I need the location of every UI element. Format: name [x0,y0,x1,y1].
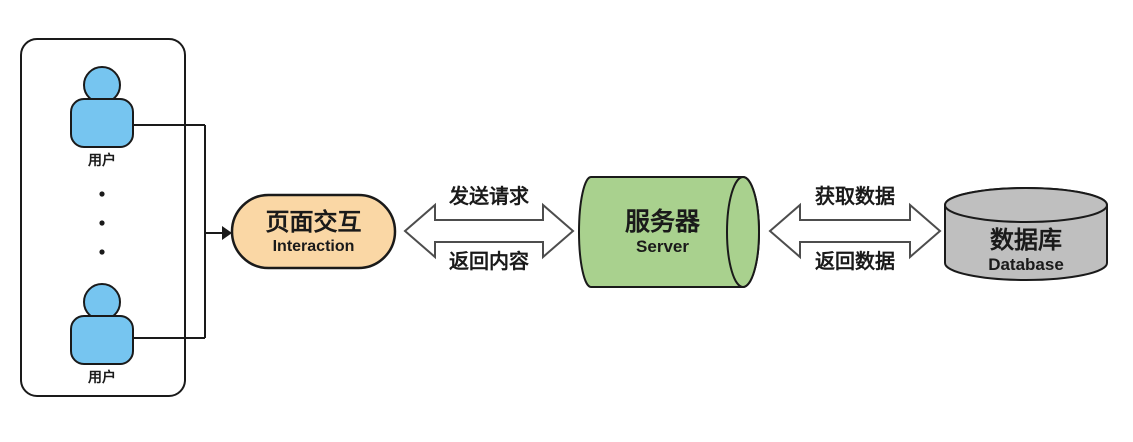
database-cylinder-cap [944,187,1108,223]
server-node-text: 服务器 Server [580,177,745,287]
connector-arrowhead-icon [222,226,232,240]
interaction-capsule [230,193,397,270]
user-icon [70,66,134,148]
server-subtitle: Server [636,237,689,256]
interaction-node-text: 页面交互 Interaction [232,195,395,268]
request-arrow-top-label: 发送请求 [449,186,529,208]
database-cylinder [944,187,1108,281]
dot [99,191,105,197]
user-connector-lines [133,124,222,339]
user-icon [70,283,134,365]
user-label: 用户 [88,369,116,385]
user-head [83,283,121,321]
users-group-box [20,38,186,397]
user-label: 用户 [88,152,116,168]
request-arrow-bottom-label: 返回内容 [449,251,529,273]
user-body [70,98,134,148]
data-double-arrow-icon [768,202,942,260]
ellipsis-dots-icon [99,191,105,255]
user-head [83,66,121,104]
request-double-arrow-icon [403,202,575,260]
dot [99,220,105,226]
data-arrow-bottom-label: 返回数据 [815,251,895,273]
server-title: 服务器 [624,208,700,236]
interaction-title: 页面交互 [265,208,362,236]
server-cylinder-cap [726,176,760,288]
interaction-subtitle: Interaction [272,237,355,255]
database-title: 数据库 [990,227,1062,254]
server-cylinder [578,176,760,288]
database-node-text: 数据库 Database [945,224,1107,276]
user-body [70,315,134,365]
data-arrow-top-label: 获取数据 [815,186,895,208]
database-subtitle: Database [988,255,1064,274]
dot [99,249,105,255]
